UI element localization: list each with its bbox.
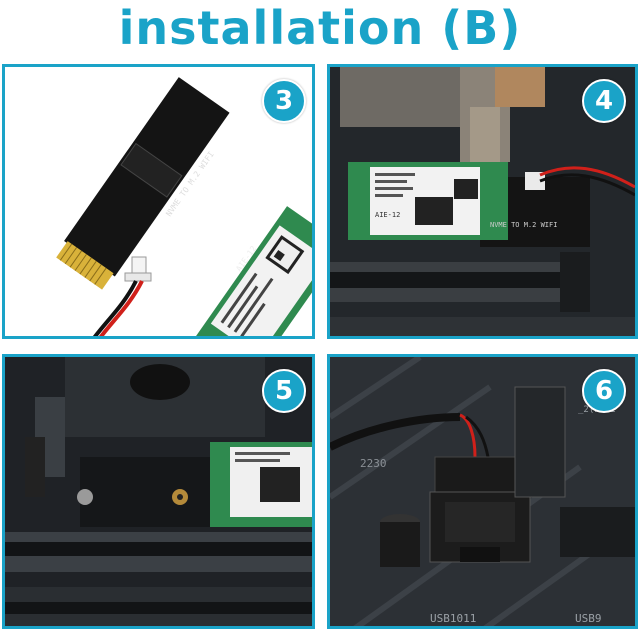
board-print-text: NVME TO M.2 WIFI [490,221,557,229]
step-badge-3: 3 [262,79,306,123]
step-badge-4: 4 [582,79,626,123]
step-6-panel: 2230 USB1011 USB9 _2(WIFI 6 [327,354,638,629]
step-5-photo [5,357,312,626]
silk-usb9-text: USB9 [575,612,602,625]
silk-2230-text: 2230 [360,457,387,470]
step-badge-5: 5 [262,369,306,413]
silk-usb1011-text: USB1011 [430,612,476,625]
step-3-panel: NVME TO M.2 WIFI AIE-12 3 [2,64,315,339]
card-print-text: AIE-12 [375,211,400,219]
step-3-photo: NVME TO M.2 WIFI AIE-12 [5,67,312,336]
step-4-panel: NVME TO M.2 WIFI AIE-12 4 [327,64,638,339]
page-title: installation (B) [118,1,522,55]
step-badge-6: 6 [582,369,626,413]
step-5-panel: 5 [2,354,315,629]
